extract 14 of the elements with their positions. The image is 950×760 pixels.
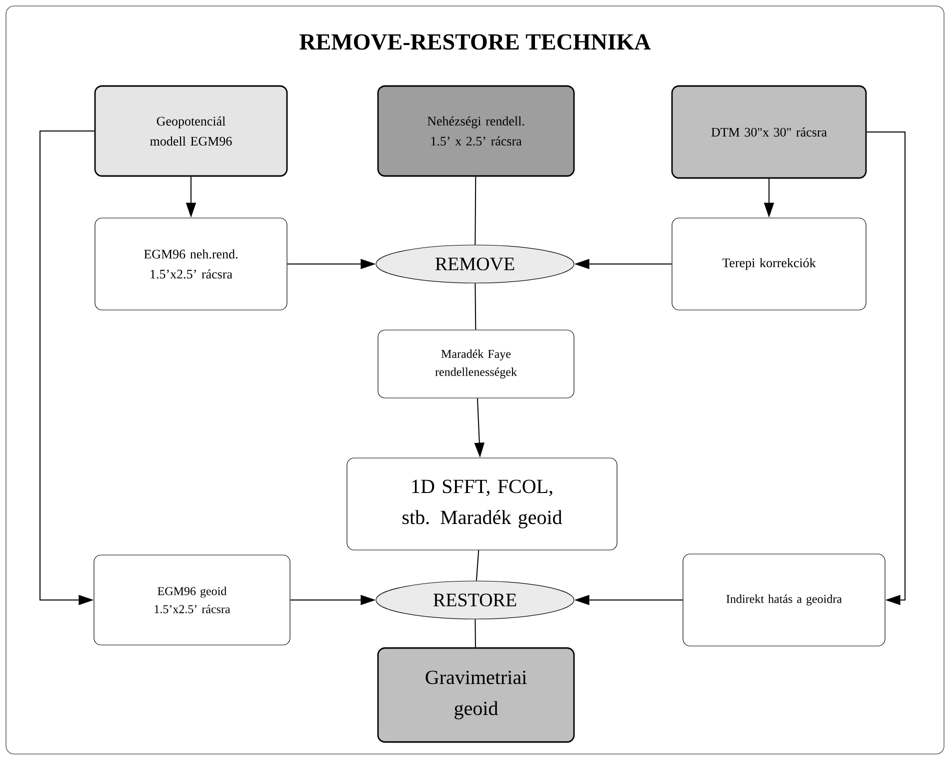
ellipse-node: REMOVE bbox=[376, 244, 574, 284]
process-box: Terepi korrekciók bbox=[672, 218, 866, 310]
process-box: EGM96 neh.rend. 1.5’x2.5’ rácsra bbox=[94, 218, 288, 310]
process-box: Gravimetriai geoid bbox=[377, 647, 575, 743]
title: REMOVE-RESTORE TECHNIKA bbox=[300, 34, 651, 50]
process-box: Maradék Faye rendellenességek bbox=[378, 330, 574, 398]
process-box: DTM 30"x 30" rácsra bbox=[671, 85, 867, 179]
process-box: Nehézségi rendell. 1.5’ x 2.5’ rácsra bbox=[377, 85, 575, 177]
process-box: 1D SFFT, FCOL, stb. Maradék geoid bbox=[346, 458, 618, 550]
ellipse-node: RESTORE bbox=[376, 580, 574, 620]
process-box: Indirekt hatás a geoidra bbox=[682, 554, 886, 646]
process-box: EGM96 geoid 1.5’x2.5’ rácsra bbox=[94, 554, 290, 646]
process-box: Geopotenciál modell EGM96 bbox=[94, 85, 288, 177]
arrow bbox=[866, 132, 906, 606]
